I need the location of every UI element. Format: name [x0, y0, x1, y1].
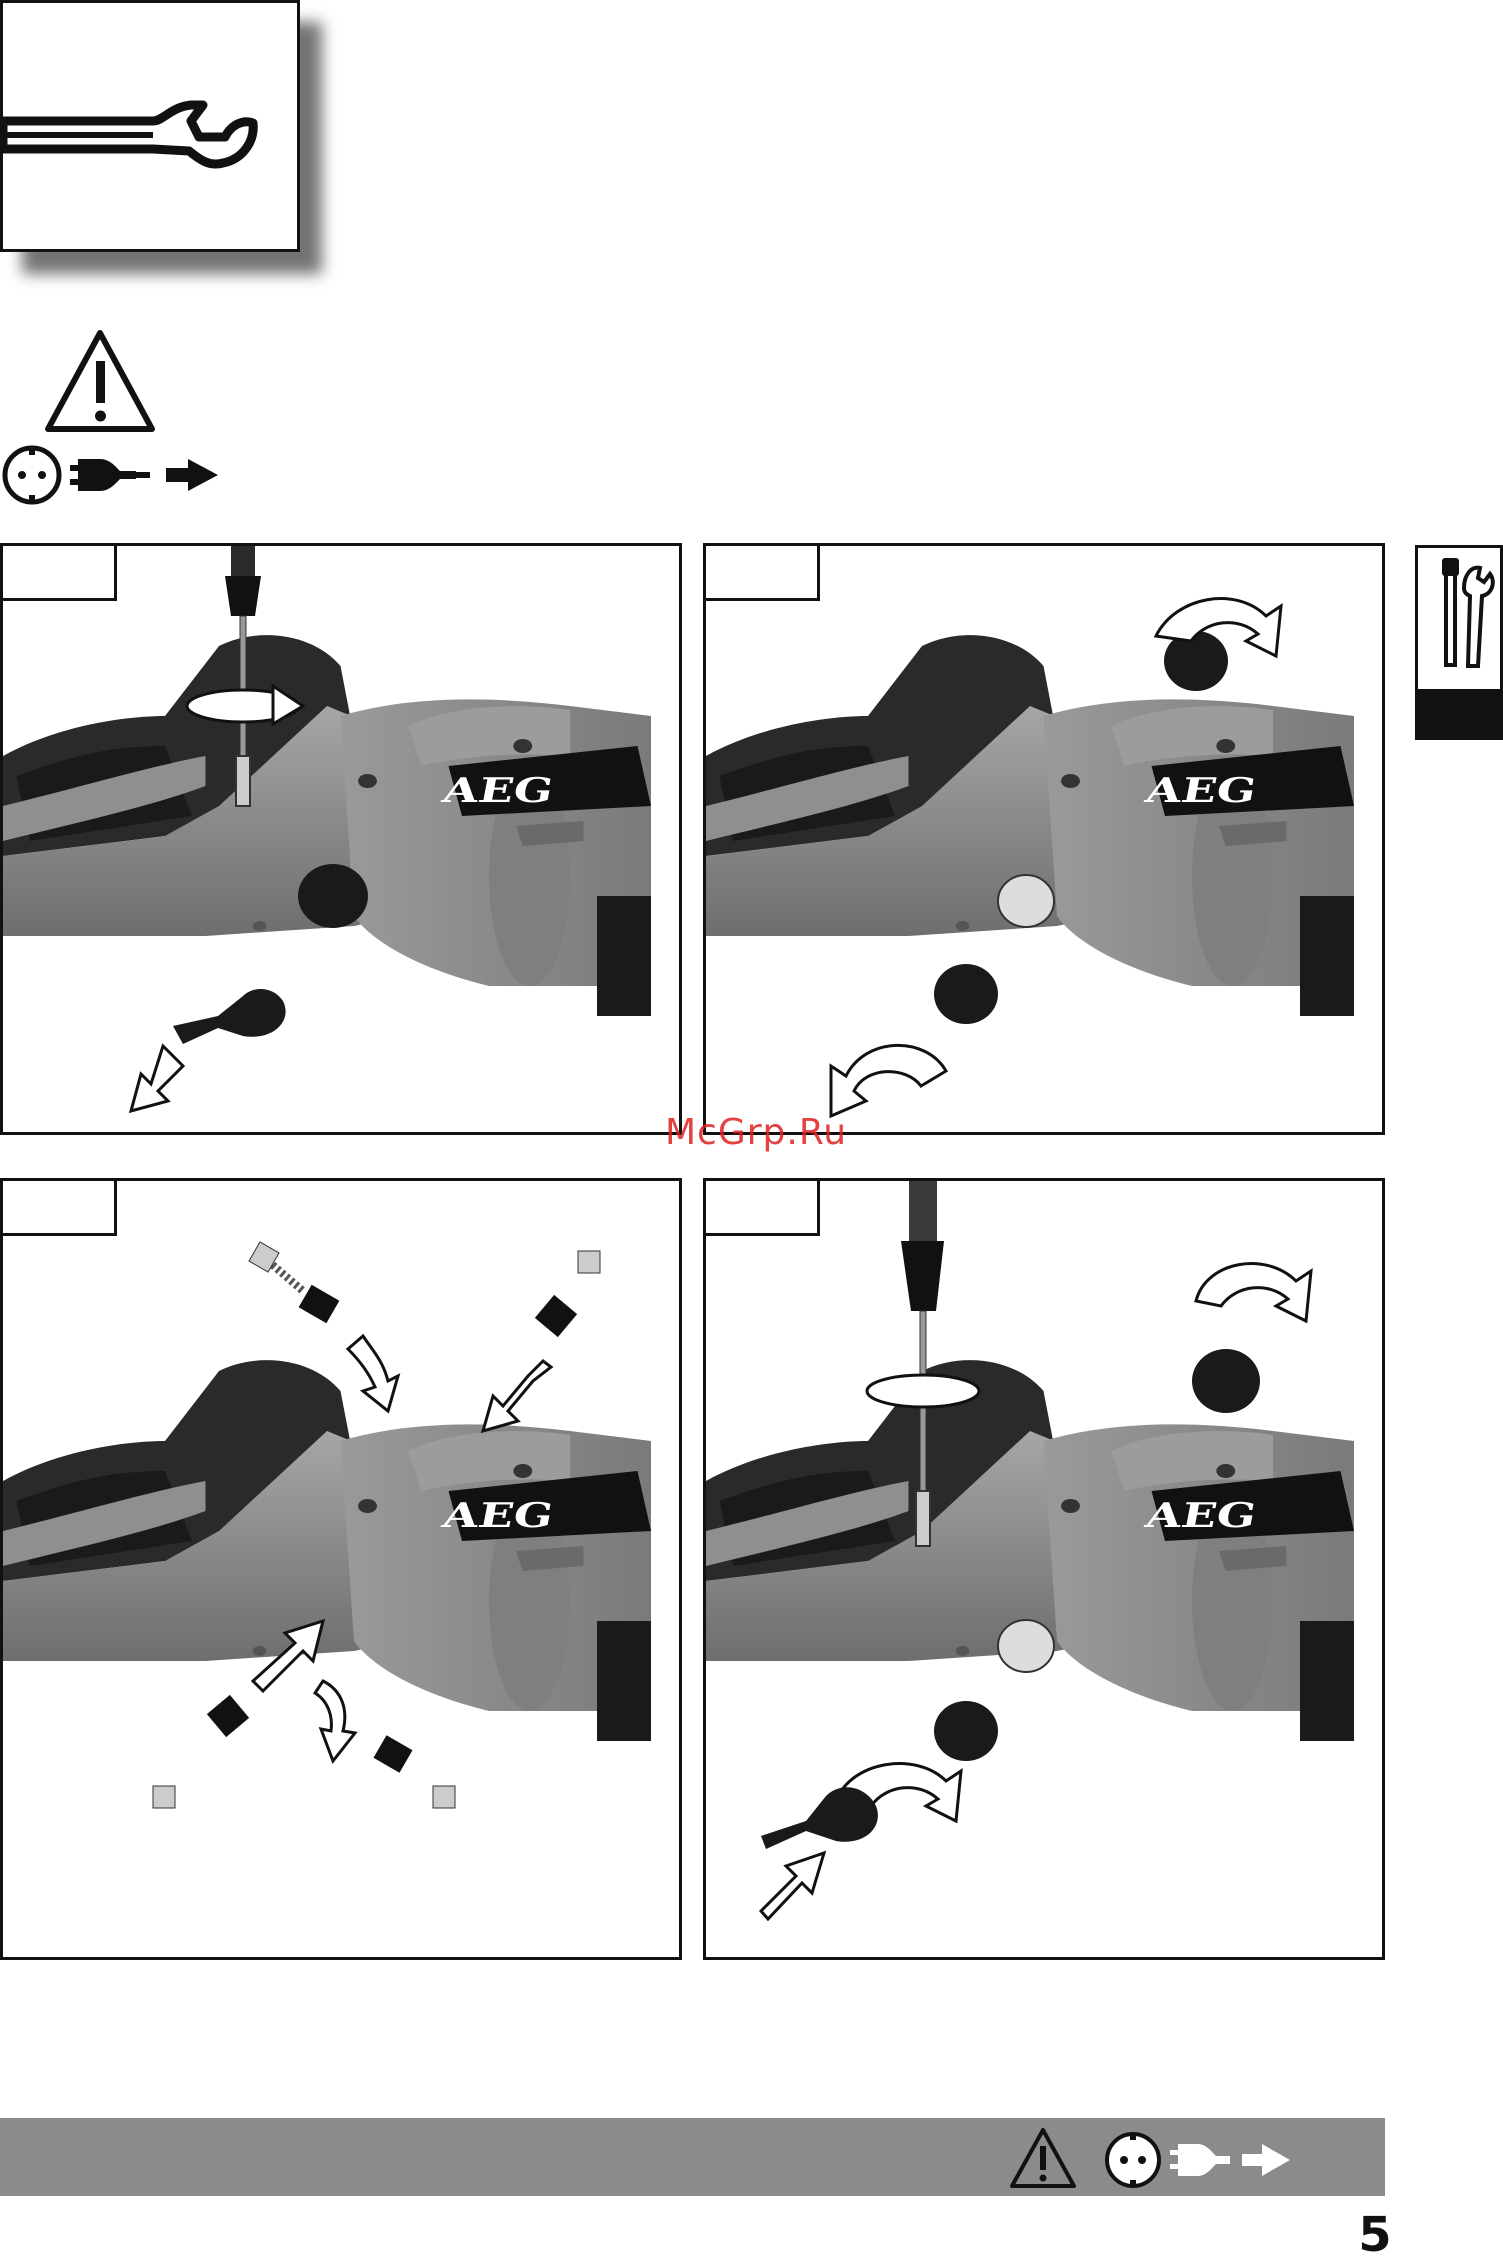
right-arrow-icon — [1242, 2144, 1290, 2176]
step-panel-1 — [0, 543, 682, 1135]
warning-triangle-icon — [48, 333, 152, 429]
watermark-text: McGrp.Ru — [656, 1112, 856, 1153]
panel-number-box — [0, 1178, 117, 1236]
step-panel-2 — [703, 543, 1385, 1135]
maintenance-wrench-box — [0, 0, 300, 252]
screwdriver-wrench-icon — [1418, 548, 1500, 693]
panel-number-box — [703, 543, 820, 601]
power-socket-icon — [5, 447, 59, 503]
page-number: 5 — [1345, 2205, 1405, 2265]
wrench-icon — [3, 63, 273, 193]
section-side-tab — [1415, 545, 1503, 740]
power-socket-icon — [1107, 2134, 1159, 2186]
footer-bar — [0, 2118, 1385, 2196]
panel-number-box — [703, 1178, 820, 1236]
tool-illustration — [3, 1181, 679, 1957]
unplug-icon — [1170, 2144, 1230, 2176]
unplug-icon — [70, 459, 150, 491]
tool-illustration — [706, 546, 1382, 1132]
panel-number-box — [0, 543, 117, 601]
brush-cover-icon — [761, 1787, 878, 1849]
warning-triangle-icon — [1012, 2130, 1074, 2186]
side-tab-dark-band — [1418, 689, 1500, 737]
right-arrow-icon — [166, 459, 218, 491]
up-right-arrow-icon — [761, 1853, 824, 1919]
step-panel-3 — [0, 1178, 682, 1960]
footer-safety-icons — [1010, 2126, 1340, 2190]
down-left-arrow-icon — [131, 1046, 183, 1111]
tool-illustration — [3, 546, 679, 1132]
tool-illustration — [706, 1181, 1382, 1957]
safety-warning-group — [0, 325, 240, 510]
step-panel-4 — [703, 1178, 1385, 1960]
